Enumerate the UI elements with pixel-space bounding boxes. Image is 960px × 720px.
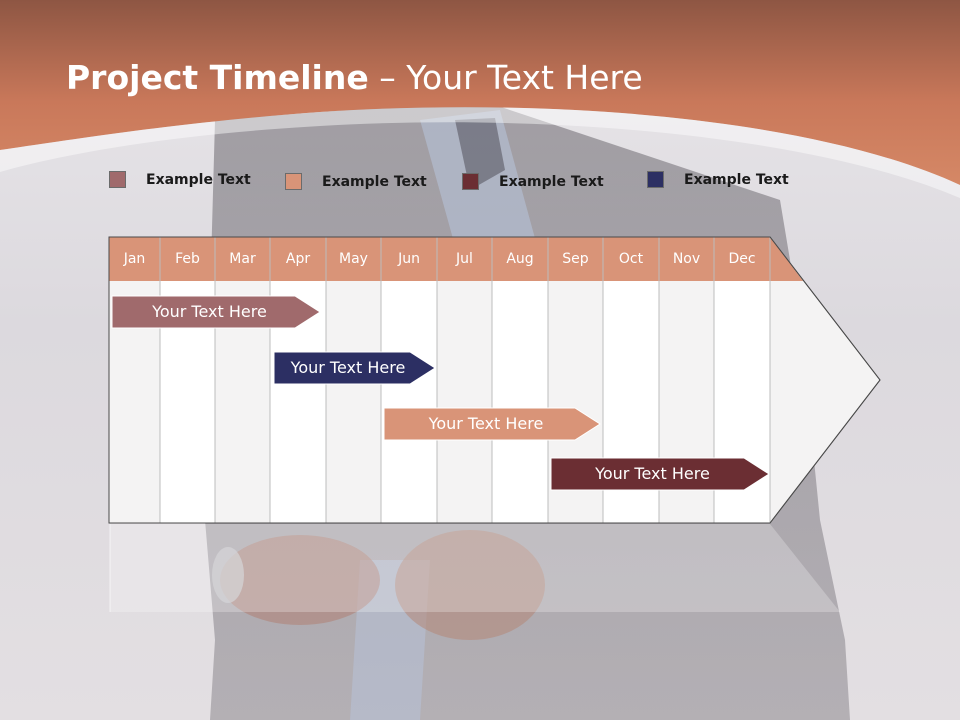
month-nov: Nov [672, 251, 701, 267]
task-label-2[interactable]: Your Text Here [290, 358, 406, 377]
task-label-4[interactable]: Your Text Here [595, 464, 710, 483]
month-header-row [109, 237, 803, 281]
month-sep: Sep [562, 251, 589, 267]
legend-label-3: Example Text [499, 174, 604, 190]
month-may: May [339, 251, 368, 267]
legend-swatch-3 [462, 173, 479, 190]
legend-swatch-1 [109, 171, 126, 188]
legend-swatch-4 [647, 171, 664, 188]
title-rest: – Your Text Here [368, 58, 643, 97]
task-bar-1 [111, 295, 321, 329]
month-oct: Oct [618, 251, 644, 267]
legend-swatch-2 [285, 173, 302, 190]
header-band [0, 0, 960, 198]
task-label-1[interactable]: Your Text Here [152, 302, 267, 321]
task-bar-2 [273, 351, 436, 385]
timeline-reflection [110, 524, 840, 612]
month-jan: Jan [123, 251, 146, 267]
month-jun: Jun [398, 251, 420, 267]
title-bold: Project Timeline [66, 58, 369, 97]
month-apr: Apr [285, 251, 311, 267]
month-mar: Mar [229, 251, 256, 267]
legend-label-2: Example Text [322, 174, 427, 190]
task-bar-4 [550, 457, 770, 491]
month-aug: Aug [506, 251, 534, 267]
month-feb: Feb [175, 251, 200, 267]
month-dec: Dec [728, 251, 756, 267]
legend-label-4: Example Text [684, 172, 789, 188]
month-jul: Jul [456, 251, 473, 267]
legend-label-1: Example Text [146, 172, 251, 188]
page-title: Project Timeline – Your Text Here [66, 58, 643, 97]
task-bar-3 [383, 407, 601, 441]
task-label-3[interactable]: Your Text Here [428, 414, 544, 433]
